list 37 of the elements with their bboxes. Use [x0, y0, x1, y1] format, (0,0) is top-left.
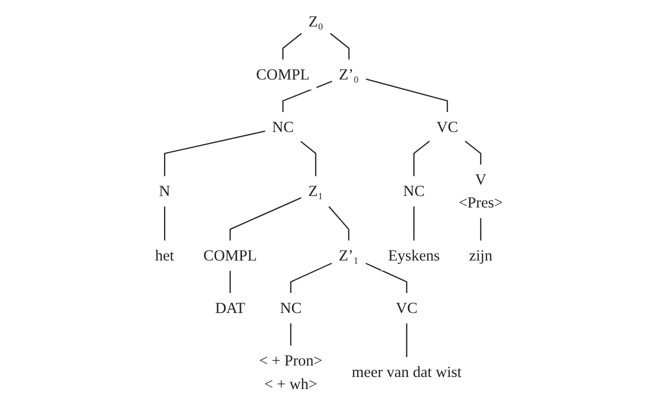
node-text: meer van dat wist: [352, 363, 462, 381]
connector: [330, 32, 350, 60]
node-text: NC: [403, 182, 425, 200]
node-text: Z’₀: [338, 66, 359, 83]
node-text: < + Pron> < + wh>: [259, 352, 322, 392]
node-text: DAT: [215, 299, 246, 316]
node-text: het: [155, 246, 174, 264]
node-text: VC: [436, 118, 458, 136]
connector: [282, 80, 332, 112]
node-text: Z₀: [308, 12, 324, 30]
node-text: V <Pres>: [458, 170, 503, 212]
node-text: COMPL: [256, 66, 310, 83]
connector: [365, 262, 408, 294]
connector: [290, 262, 332, 294]
connector: [300, 140, 316, 176]
node-text: Z’₁: [338, 246, 359, 264]
connector: [480, 218, 482, 240]
connector: [230, 197, 302, 240]
connector: [464, 140, 482, 165]
node-text: zijn: [469, 246, 492, 264]
connector: [164, 206, 166, 240]
connector: [290, 323, 292, 346]
node-text: COMPL: [203, 246, 257, 264]
node-text: Eyskens: [388, 246, 440, 264]
node-text: NC: [280, 299, 302, 316]
node-text: VC: [396, 299, 418, 316]
connector: [164, 130, 266, 176]
connector: [413, 140, 430, 176]
connector: [328, 206, 350, 240]
connector: [366, 78, 448, 112]
node-text: N: [159, 182, 170, 200]
node-text: NC: [272, 118, 294, 136]
connector: [413, 206, 415, 240]
connector: [406, 323, 408, 358]
connector: [282, 32, 302, 60]
connector: [230, 270, 231, 294]
node-text: Z₁: [308, 182, 324, 200]
